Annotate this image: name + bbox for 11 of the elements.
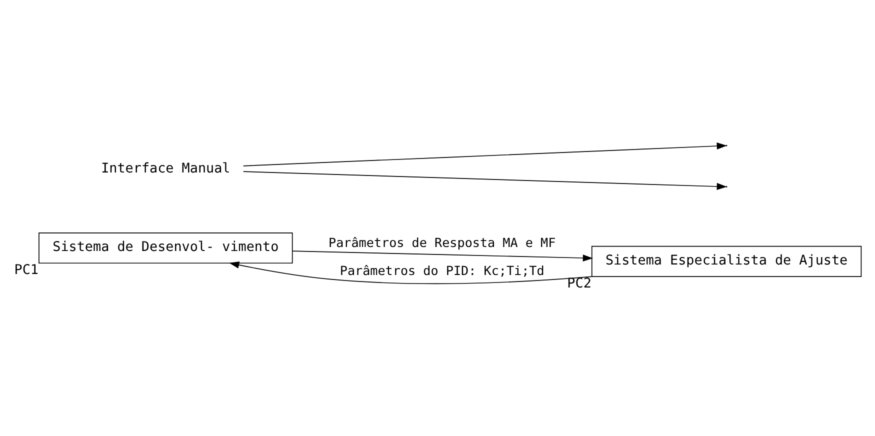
node-label: PC1 — [14, 262, 38, 278]
arrow — [292, 250, 593, 262]
edge-label: Parâmetros do PID: Kc;Ti;Td — [340, 262, 544, 278]
node-label: PC2 — [567, 276, 592, 291]
edge-label: Parâmetros de Resposta MA e MF — [328, 234, 556, 250]
node-text: Interface Manual — [101, 160, 230, 176]
arrow — [242, 142, 727, 166]
node-box: Sistema Especialista de Ajuste — [591, 245, 862, 276]
arrow — [229, 260, 593, 284]
arrow — [242, 170, 727, 190]
node-box: Sistema de Desenvol- vimento — [38, 232, 293, 264]
